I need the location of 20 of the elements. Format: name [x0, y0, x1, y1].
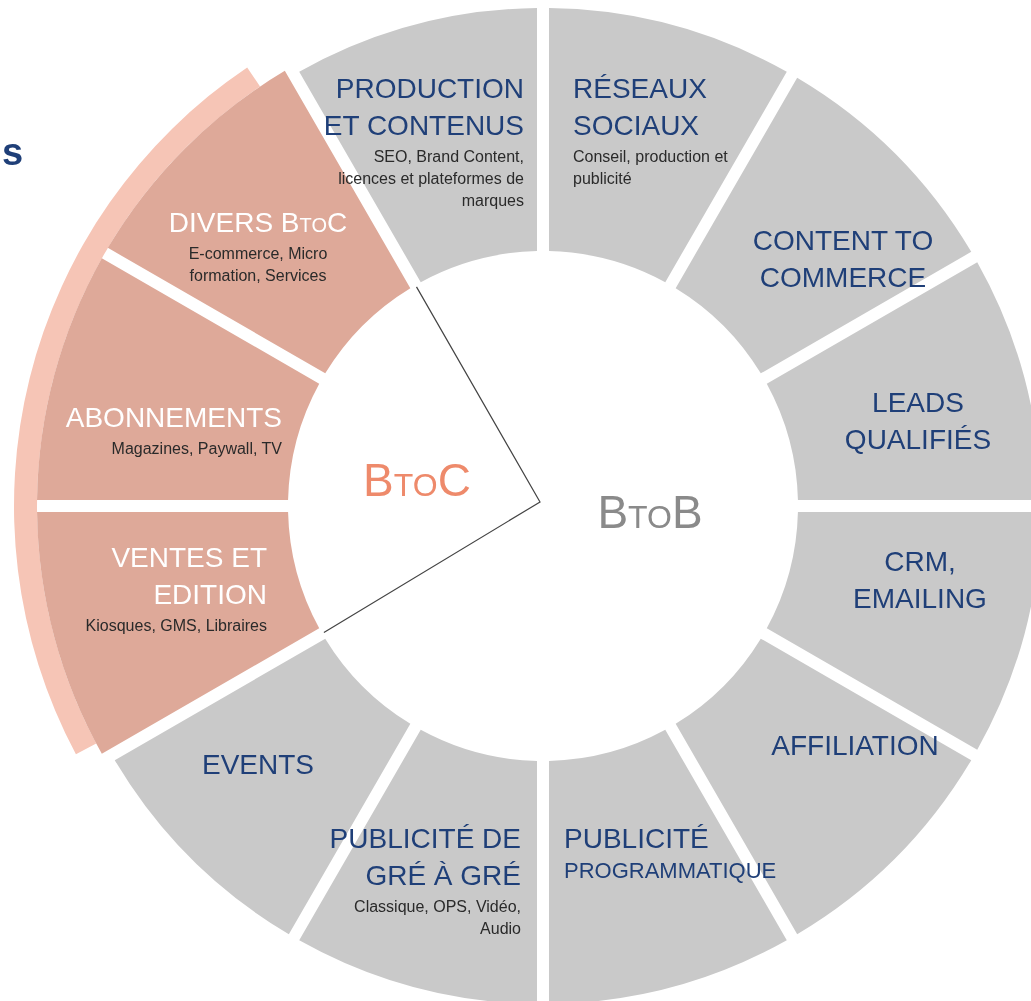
center-label: BtoB: [597, 485, 703, 539]
segment-title: VENTES ET EDITION: [110, 541, 267, 612]
segment-subtitle: PROGRAMMATIQUE: [564, 857, 777, 885]
center-label: BtoC: [363, 453, 471, 507]
segment-subtitle: E-commerce, Micro formation, Services: [187, 244, 329, 286]
segment-title: ABONNEMENTS: [65, 401, 282, 435]
segment-subtitle: Conseil, production et publicité: [573, 147, 729, 189]
segment-title: LEADS QUALIFIÉS: [843, 386, 993, 457]
segment-subtitle: Classique, OPS, Vidéo, Audio: [353, 897, 521, 939]
segment-title: CRM, EMAILING: [852, 545, 988, 616]
heading-fragment: s: [2, 132, 24, 172]
segment-subtitle: Kiosques, GMS, Libraires: [85, 616, 267, 636]
segment-title: EVENTS: [202, 748, 314, 782]
segment-title: PUBLICITÉ: [564, 822, 709, 856]
segment-title: CONTENT TO COMMERCE: [751, 224, 935, 295]
segment-subtitle: Magazines, Paywall, TV: [111, 439, 282, 459]
segment-title: RÉSEAUX SOCIAUX: [573, 72, 708, 143]
segment-title: AFFILIATION: [771, 729, 939, 763]
segment-title: PUBLICITÉ DE GRÉ À GRÉ: [328, 822, 521, 893]
segment-title: PRODUCTION ET CONTENUS: [322, 72, 524, 143]
